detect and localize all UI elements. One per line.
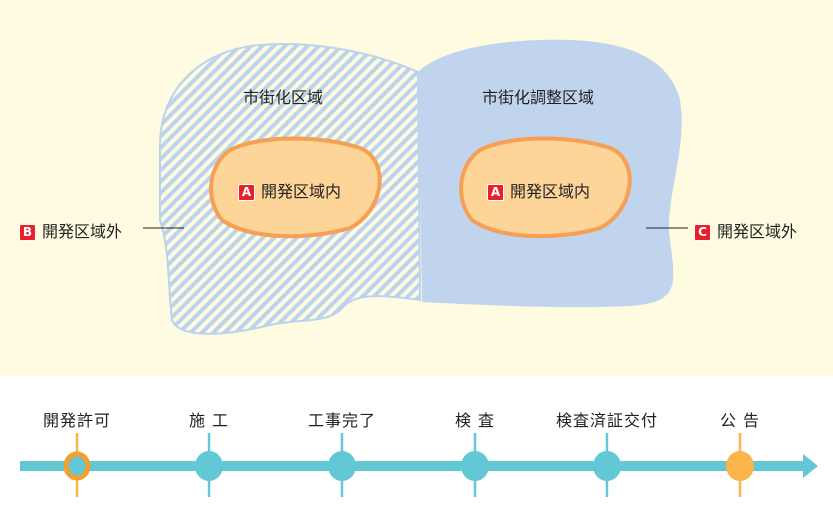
development-area-left xyxy=(209,136,382,239)
step-label-4: 検 査 xyxy=(454,411,496,430)
step-label-2: 施 工 xyxy=(188,411,230,430)
badge-a: A xyxy=(487,184,504,201)
development-outside-c: C 開発区域外 xyxy=(694,218,797,242)
badge-b: B xyxy=(19,224,36,241)
badge-c: C xyxy=(694,224,711,241)
step-marker-6 xyxy=(726,451,754,481)
step-marker-1 xyxy=(63,451,91,481)
step-label-5: 検査済証交付 xyxy=(555,411,659,430)
badge-a: A xyxy=(238,184,255,201)
development-inside-left: A 開発区域内 xyxy=(238,178,341,202)
step-marker-4 xyxy=(461,451,489,481)
step-label-1: 開発許可 xyxy=(42,411,112,430)
label: 開発区域外 xyxy=(717,222,798,241)
urbanization-control-area-label: 市街化調整区域 xyxy=(482,88,595,107)
label: 開発区域内 xyxy=(261,182,342,201)
step-marker-3 xyxy=(328,451,356,481)
label: 開発区域外 xyxy=(42,222,123,241)
development-inside-right: A 開発区域内 xyxy=(487,178,590,202)
step-marker-2 xyxy=(195,451,223,481)
urbanization-area-label: 市街化区域 xyxy=(243,88,324,107)
arrow-head-icon xyxy=(803,454,818,478)
step-marker-5 xyxy=(593,451,621,481)
step-label-6: 公 告 xyxy=(719,411,761,430)
development-area-right xyxy=(459,136,632,239)
step-label-3: 工事完了 xyxy=(307,411,377,430)
development-outside-b: B 開発区域外 xyxy=(19,218,122,242)
label: 開発区域内 xyxy=(510,182,591,201)
timeline xyxy=(20,433,818,497)
